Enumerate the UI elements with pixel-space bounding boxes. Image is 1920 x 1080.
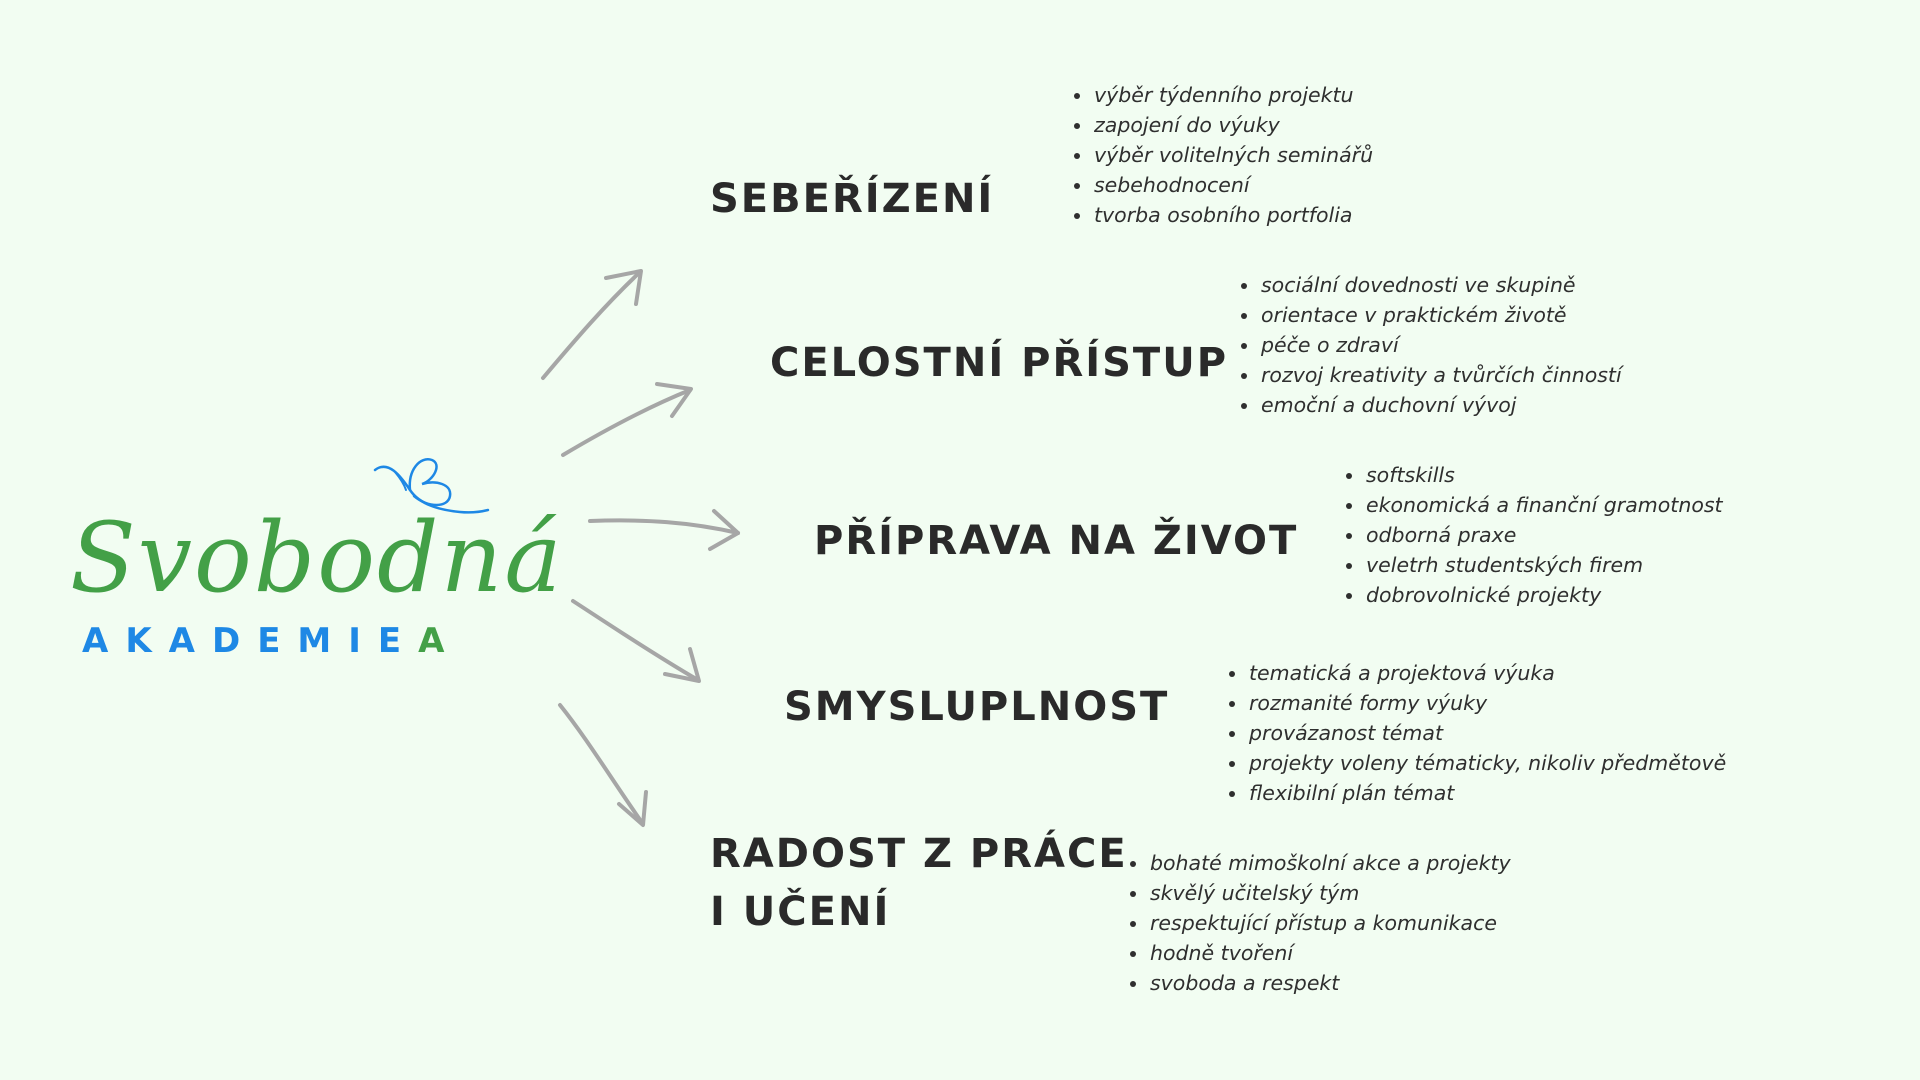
branch-heading-seberizeni: SEBEŘÍZENÍ <box>710 170 994 228</box>
branch-list-celostni-pristup: sociální dovednosti ve skupině orientace… <box>1237 270 1622 420</box>
butterfly-icon <box>373 458 490 514</box>
arrow-3 <box>588 509 740 551</box>
list-item: rozvoj kreativity a tvůrčích činností <box>1237 360 1622 390</box>
logo-subtitle-blue: AKADEMIE <box>82 621 419 661</box>
list-item: péče o zdraví <box>1237 330 1622 360</box>
arrow-1 <box>541 269 643 380</box>
logo-subtitle: AKADEMIEA <box>82 624 461 658</box>
list-item: rozmanité formy výuky <box>1225 688 1726 718</box>
list-item: tematická a projektová výuka <box>1225 658 1726 688</box>
branch-list-seberizeni: výběr týdenního projektu zapojení do výu… <box>1070 80 1373 230</box>
arrow-2 <box>561 382 693 457</box>
list-item: tvorba osobního portfolia <box>1070 200 1373 230</box>
list-item: flexibilní plán témat <box>1225 778 1726 808</box>
logo-script-text: Svobodná <box>70 502 564 614</box>
list-item: projekty voleny tématicky, nikoliv předm… <box>1225 748 1726 778</box>
arrow-4 <box>571 599 701 683</box>
list-item: výběr volitelných seminářů <box>1070 140 1373 170</box>
list-item: výběr týdenního projektu <box>1070 80 1373 110</box>
branch-heading-line: SMYSLUPLNOST <box>784 684 1170 730</box>
branch-heading-celostni-pristup: CELOSTNÍ PŘÍSTUP <box>770 334 1228 392</box>
list-item: hodně tvoření <box>1126 938 1511 968</box>
list-item: respektující přístup a komunikace <box>1126 908 1511 938</box>
list-item: provázanost témat <box>1225 718 1726 748</box>
list-item: skvělý učitelský tým <box>1126 878 1511 908</box>
branch-heading-line: I UČENÍ <box>710 889 891 935</box>
branch-list-radost-z-prace: bohaté mimoškolní akce a projekty skvělý… <box>1126 848 1511 998</box>
branch-heading-priprava-na-zivot: PŘÍPRAVA NA ŽIVOT <box>814 512 1298 570</box>
branch-list-smysluplnost: tematická a projektová výuka rozmanité f… <box>1225 658 1726 808</box>
branch-heading-line: CELOSTNÍ PŘÍSTUP <box>770 340 1229 386</box>
logo: Svobodná AKADEMIEA <box>60 450 562 680</box>
branch-heading-radost-z-prace: RADOST Z PRÁCE I UČENÍ <box>710 825 1128 941</box>
branch-heading-smysluplnost: SMYSLUPLNOST <box>784 678 1169 736</box>
list-item: ekonomická a finanční gramotnost <box>1342 490 1723 520</box>
branch-heading-line: SEBEŘÍZENÍ <box>710 176 995 222</box>
list-item: dobrovolnické projekty <box>1342 580 1723 610</box>
logo-subtitle-green: A <box>418 621 462 661</box>
list-item: bohaté mimoškolní akce a projekty <box>1126 848 1511 878</box>
list-item: svoboda a respekt <box>1126 968 1511 998</box>
list-item: emoční a duchovní vývoj <box>1237 390 1622 420</box>
list-item: veletrh studentských firem <box>1342 550 1723 580</box>
list-item: softskills <box>1342 460 1723 490</box>
branch-list-priprava-na-zivot: softskills ekonomická a finanční gramotn… <box>1342 460 1723 610</box>
list-item: sebehodnocení <box>1070 170 1373 200</box>
list-item: sociální dovednosti ve skupině <box>1237 270 1622 300</box>
list-item: zapojení do výuky <box>1070 110 1373 140</box>
list-item: orientace v praktickém životě <box>1237 300 1622 330</box>
branch-heading-line: PŘÍPRAVA NA ŽIVOT <box>814 518 1299 564</box>
list-item: odborná praxe <box>1342 520 1723 550</box>
arrow-5 <box>558 703 648 827</box>
branch-heading-line: RADOST Z PRÁCE <box>710 831 1128 877</box>
